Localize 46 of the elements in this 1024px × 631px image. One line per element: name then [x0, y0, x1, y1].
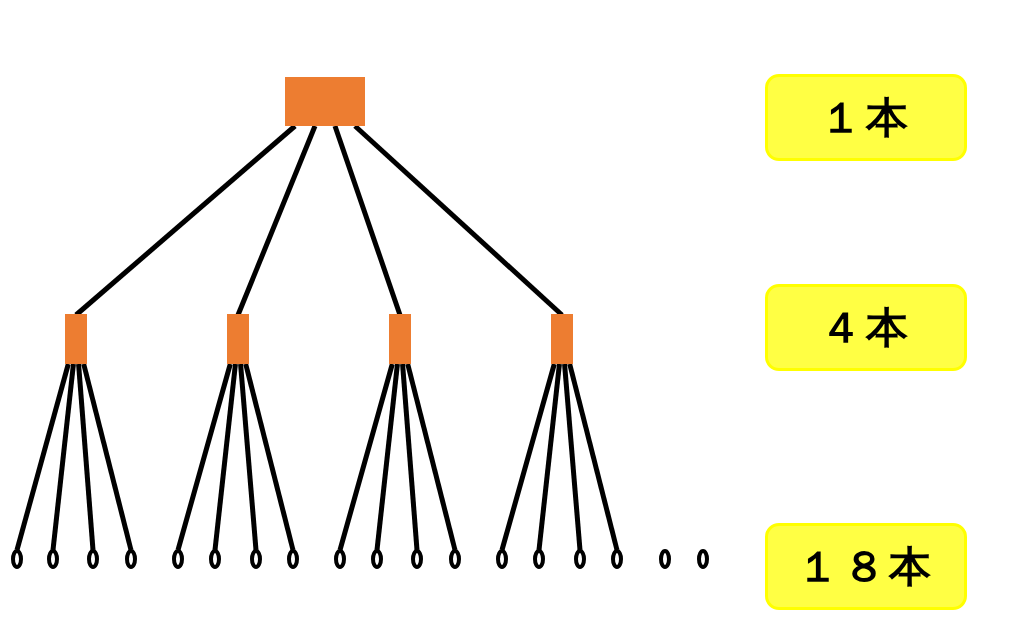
branch-line — [332, 125, 403, 316]
leaf-oval — [287, 549, 299, 569]
leaf-oval — [411, 549, 423, 569]
leaf-oval — [697, 549, 709, 569]
branch-line — [238, 363, 259, 551]
count-label-box: ４本 — [765, 284, 967, 371]
branch-line — [353, 124, 564, 317]
branch-box — [285, 77, 365, 126]
leaf-oval — [533, 549, 545, 569]
branch-line — [81, 363, 134, 551]
branch-box — [65, 314, 87, 364]
leaf-oval — [250, 549, 262, 569]
branch-line — [337, 363, 395, 551]
leaf-oval — [11, 549, 23, 569]
count-label-box: １本 — [765, 74, 967, 161]
branch-line — [50, 363, 76, 551]
leaf-oval — [47, 549, 59, 569]
branch-line — [400, 363, 420, 551]
leaf-oval — [449, 549, 461, 569]
branch-box — [227, 314, 249, 364]
leaf-oval — [334, 549, 346, 569]
branch-box — [551, 314, 573, 364]
leaf-oval — [611, 549, 623, 569]
branch-line — [235, 125, 318, 316]
branch-line — [74, 124, 297, 317]
branch-line — [536, 363, 562, 551]
leaf-oval — [371, 549, 383, 569]
branch-line — [14, 363, 71, 551]
branch-line — [374, 363, 400, 551]
branch-line — [405, 363, 458, 551]
count-label-box: １８本 — [765, 523, 967, 610]
leaf-oval — [172, 549, 184, 569]
branch-line — [212, 363, 238, 551]
leaf-oval — [87, 549, 99, 569]
branch-line — [499, 363, 557, 551]
leaf-oval — [496, 549, 508, 569]
branch-box — [389, 314, 411, 364]
branch-line — [562, 363, 583, 551]
branch-line — [175, 363, 233, 551]
leaf-oval — [659, 549, 671, 569]
branch-line — [243, 363, 296, 551]
leaf-oval — [574, 549, 586, 569]
leaf-oval — [125, 549, 137, 569]
leaf-oval — [209, 549, 221, 569]
branch-line — [76, 363, 96, 551]
branch-line — [567, 363, 620, 551]
